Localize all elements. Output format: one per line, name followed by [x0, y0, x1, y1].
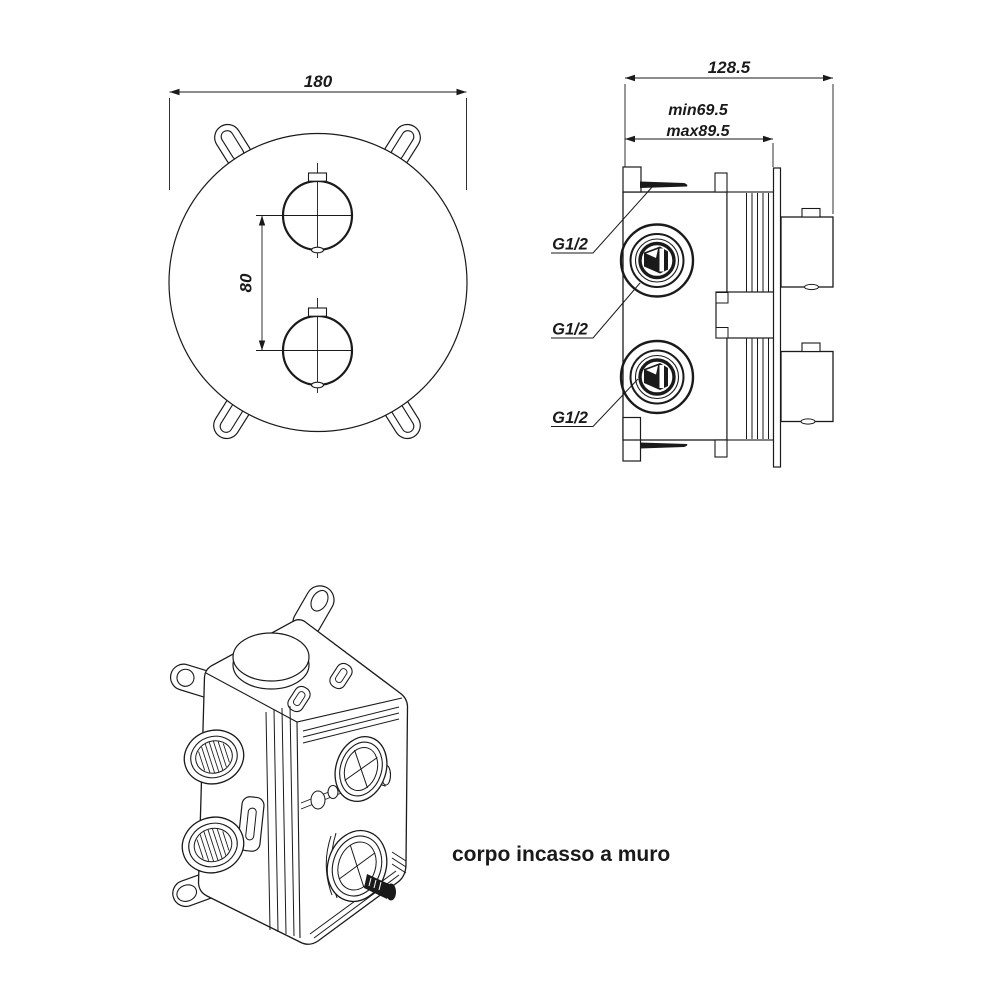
- port-label-1-text: G1/2: [552, 236, 588, 254]
- port-label-2: G1/2: [551, 282, 641, 339]
- trim-plate-circle: [168, 132, 468, 433]
- iso-cartridge-lower: [325, 829, 396, 903]
- valve-body-profile: [619, 166, 834, 468]
- dim-spacing-label: 80: [237, 273, 256, 292]
- isometric-view: [169, 585, 409, 945]
- inlet-port-top: [619, 223, 695, 298]
- iso-mechanism-detail: [300, 785, 345, 810]
- plaster-guard-bottom: [640, 442, 688, 449]
- dim-total-depth-label: 128.5: [708, 58, 751, 77]
- iso-bracket-strap: [265, 705, 295, 937]
- iso-cartridge-upper: [334, 736, 392, 802]
- inlet-port-bottom: [619, 339, 695, 415]
- port-label-3-text: G1/2: [552, 409, 588, 427]
- iso-clip-tab-1: [287, 685, 311, 713]
- iso-strap-loop: [237, 796, 265, 852]
- port-label-3: G1/2: [551, 378, 639, 427]
- dim-width-label: 180: [304, 72, 333, 91]
- port-label-2-text: G1/2: [552, 321, 588, 339]
- dimension-total-depth: 128.5: [624, 58, 834, 214]
- iso-stem-end: [386, 883, 396, 901]
- dim-max-label: max89.5: [666, 123, 730, 140]
- dimension-handle-spacing: 80: [237, 215, 285, 351]
- arrow-down-icon: [258, 340, 266, 351]
- front-view: 180 80: [168, 72, 468, 440]
- plaster-guard-top: [640, 181, 688, 188]
- side-view: 128.5 min69.5 max89.5: [551, 58, 834, 468]
- arrow-right-icon: [456, 88, 467, 96]
- dim-min-label: min69.5: [668, 102, 729, 119]
- arrow-up-icon: [258, 215, 266, 226]
- iso-top-cap: [232, 632, 310, 690]
- handle-stem-bottom: [780, 342, 834, 425]
- arrow-right-icon: [823, 74, 833, 82]
- handle-stem-top: [780, 207, 834, 291]
- iso-threaded-port-upper: [183, 729, 245, 785]
- dimension-min-max-depth: min69.5 max89.5: [625, 102, 774, 167]
- arrow-left-icon: [169, 88, 180, 96]
- arrow-left-icon: [625, 74, 635, 82]
- iso-threaded-port-lower: [181, 816, 245, 874]
- wall-plate: [772, 167, 782, 468]
- caption: corpo incasso a muro: [452, 843, 670, 866]
- dimension-width: 180: [169, 72, 467, 190]
- iso-clip-tab-2: [329, 662, 353, 690]
- port-label-1: G1/2: [551, 185, 654, 254]
- arrow-left-icon: [625, 135, 635, 143]
- arrow-right-icon: [763, 135, 773, 143]
